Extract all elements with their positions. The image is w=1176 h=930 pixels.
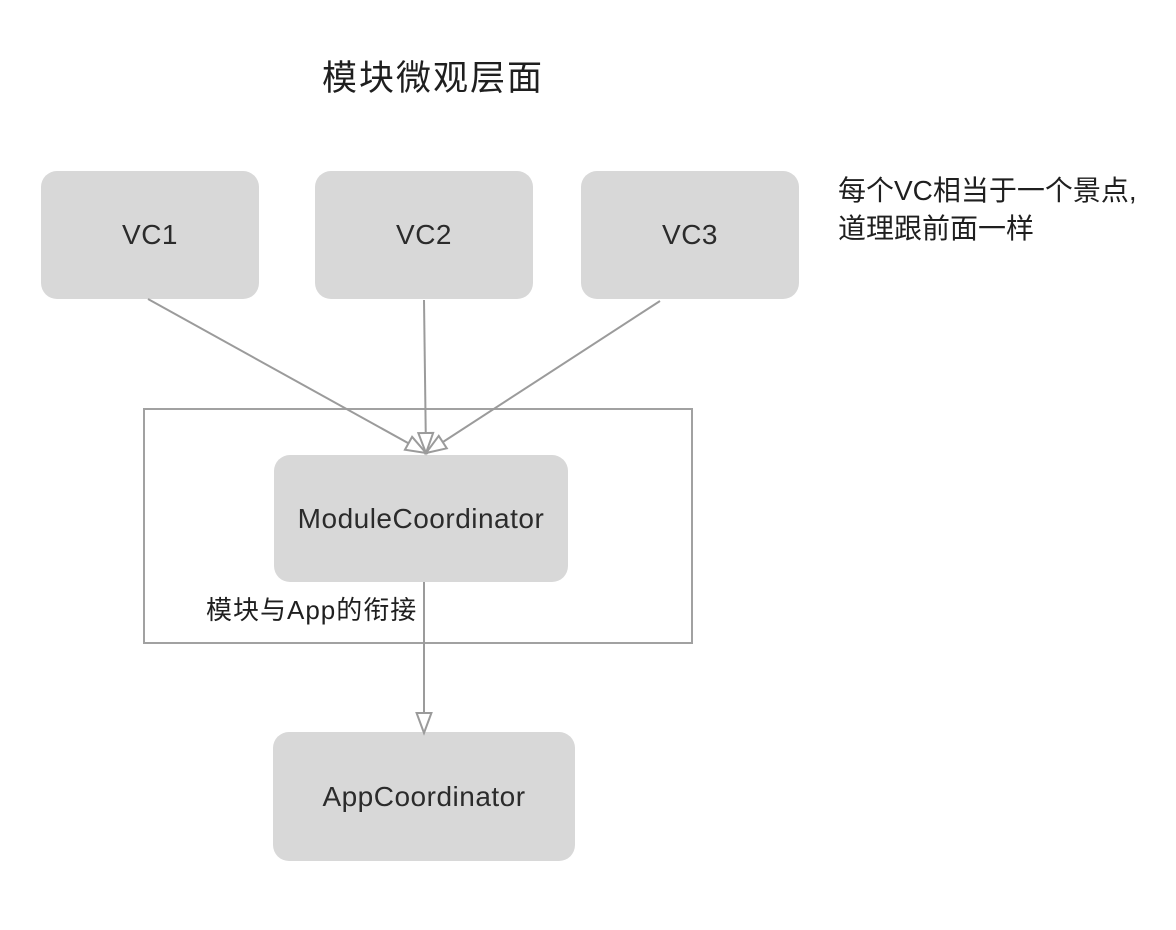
node-vc2-label: VC2: [396, 219, 452, 250]
node-vc3-label: VC3: [662, 219, 718, 250]
vc-annotation: 每个VC相当于一个景点, 道理跟前面一样: [838, 172, 1137, 248]
vc-annotation-line2: 道理跟前面一样: [838, 213, 1035, 244]
module-group-label: 模块与App的衔接: [206, 595, 418, 625]
node-module-coordinator-label: ModuleCoordinator: [297, 502, 545, 534]
vc-annotation-line1: 每个VC相当于一个景点,: [838, 175, 1137, 206]
node-vc1-label: VC1: [122, 219, 178, 250]
node-app-coordinator-label: AppCoordinator: [322, 780, 526, 812]
node-vc1: VC1: [41, 171, 259, 299]
node-vc2: VC2: [315, 171, 533, 299]
node-module-coordinator: ModuleCoordinator: [274, 455, 568, 582]
node-vc3: VC3: [581, 171, 799, 299]
node-app-coordinator: AppCoordinator: [273, 732, 575, 861]
diagram-title: 模块微观层面: [322, 59, 545, 98]
